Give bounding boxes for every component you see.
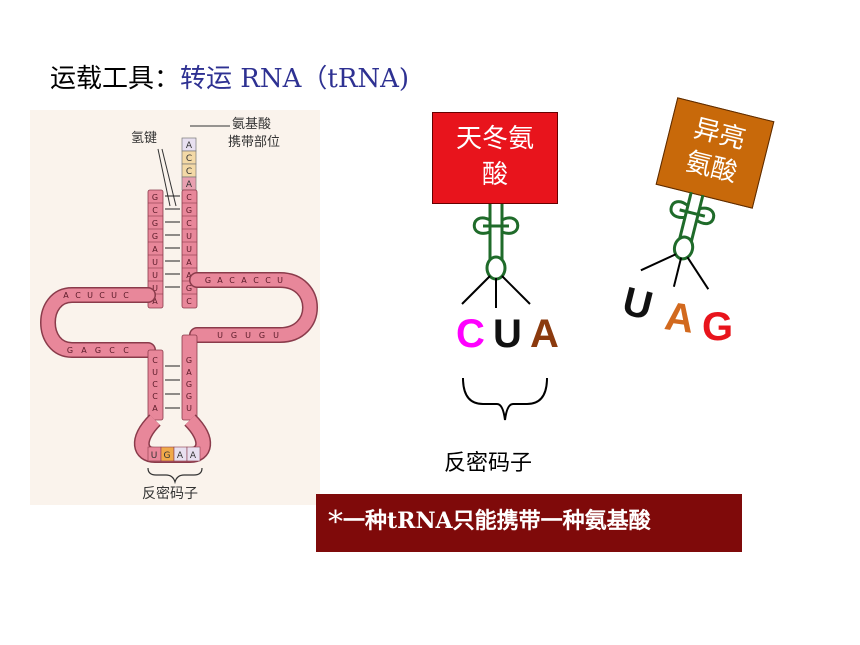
svg-text:C: C [152, 380, 158, 389]
aspartate-line1: 天冬氨 [455, 124, 534, 154]
svg-text:U: U [186, 232, 192, 241]
svg-text:A: A [217, 276, 223, 285]
svg-text:A: A [190, 451, 197, 461]
svg-text:A: A [186, 368, 192, 377]
svg-text:A: A [152, 245, 158, 254]
svg-text:C: C [186, 219, 192, 228]
svg-text:G: G [186, 356, 192, 365]
note-star: * [328, 505, 343, 540]
title-accent: 转运 RNA（tRNA) [180, 64, 410, 94]
svg-text:A: A [152, 297, 158, 306]
svg-text:G: G [205, 276, 211, 285]
svg-text:U: U [152, 258, 158, 267]
svg-text:G: G [231, 331, 237, 340]
svg-text:U: U [151, 451, 158, 461]
svg-text:G: G [186, 284, 192, 293]
svg-text:A: A [177, 451, 184, 461]
anticodon-label: 反密码子 [444, 451, 533, 476]
svg-text:A: A [63, 291, 69, 300]
svg-text:C: C [186, 193, 192, 202]
svg-text:C: C [152, 206, 158, 215]
svg-text:G: G [152, 193, 158, 202]
amino-acid-box-aspartate: 天冬氨 酸 [432, 112, 558, 204]
codon-letter: U [618, 279, 657, 329]
svg-text:C: C [152, 392, 158, 401]
svg-text:U: U [87, 291, 93, 300]
svg-text:G: G [67, 346, 73, 355]
svg-text:U: U [111, 291, 117, 300]
svg-text:U: U [217, 331, 223, 340]
codon-letter: C [456, 312, 485, 356]
trna-icon-aspartate [461, 204, 531, 308]
note-text: 一种tRNA只能携带一种氨基酸 [343, 508, 651, 534]
svg-text:C: C [186, 154, 192, 164]
svg-text:U: U [186, 404, 192, 413]
svg-text:C: C [152, 356, 158, 365]
svg-text:A: A [186, 180, 193, 190]
anticodon-brace [462, 377, 548, 421]
svg-text:G: G [164, 451, 171, 461]
page-title: 运载工具：转运 RNA（tRNA) [50, 58, 409, 95]
title-prefix: 运载工具： [50, 64, 181, 94]
svg-text:A: A [152, 404, 158, 413]
svg-text:G: G [152, 219, 158, 228]
note-banner: *一种tRNA只能携带一种氨基酸 [316, 494, 742, 552]
svg-text:U: U [245, 331, 251, 340]
codon-letter: G [702, 305, 734, 349]
svg-text:C: C [123, 346, 129, 355]
hydrogen-bond-label: 氢键 [131, 131, 157, 146]
svg-text:C: C [75, 291, 81, 300]
codon-letter: U [493, 312, 522, 356]
aspartate-line2: 酸 [481, 160, 508, 190]
codon-letter: A [662, 294, 697, 342]
tail-base: A [186, 141, 193, 151]
svg-text:G: G [186, 380, 192, 389]
svg-text:U: U [152, 271, 158, 280]
svg-text:C: C [99, 291, 105, 300]
svg-text:A: A [186, 258, 192, 267]
svg-text:C: C [265, 276, 271, 285]
anticodon-brace-small [147, 467, 203, 485]
svg-text:A: A [186, 271, 192, 280]
attach-label-1: 氨基酸 [232, 117, 271, 132]
svg-text:G: G [186, 392, 192, 401]
svg-text:U: U [273, 331, 279, 340]
svg-text:C: C [186, 167, 192, 177]
svg-text:G: G [186, 206, 192, 215]
svg-text:G: G [95, 346, 101, 355]
svg-text:U: U [186, 245, 192, 254]
attach-label-2: 携带部位 [228, 134, 280, 150]
svg-text:C: C [109, 346, 115, 355]
svg-text:U: U [277, 276, 283, 285]
svg-text:C: C [123, 291, 129, 300]
svg-text:A: A [241, 276, 247, 285]
svg-text:U: U [152, 284, 158, 293]
svg-text:U: U [152, 368, 158, 377]
codon-letter: A [530, 312, 559, 356]
svg-text:A: A [81, 346, 87, 355]
anticodon-small-label: 反密码子 [142, 485, 198, 502]
trna-icon-isoleucine [640, 191, 716, 290]
svg-text:G: G [152, 232, 158, 241]
svg-text:C: C [229, 276, 235, 285]
svg-text:C: C [253, 276, 259, 285]
svg-text:G: G [259, 331, 265, 340]
svg-text:C: C [186, 297, 192, 306]
